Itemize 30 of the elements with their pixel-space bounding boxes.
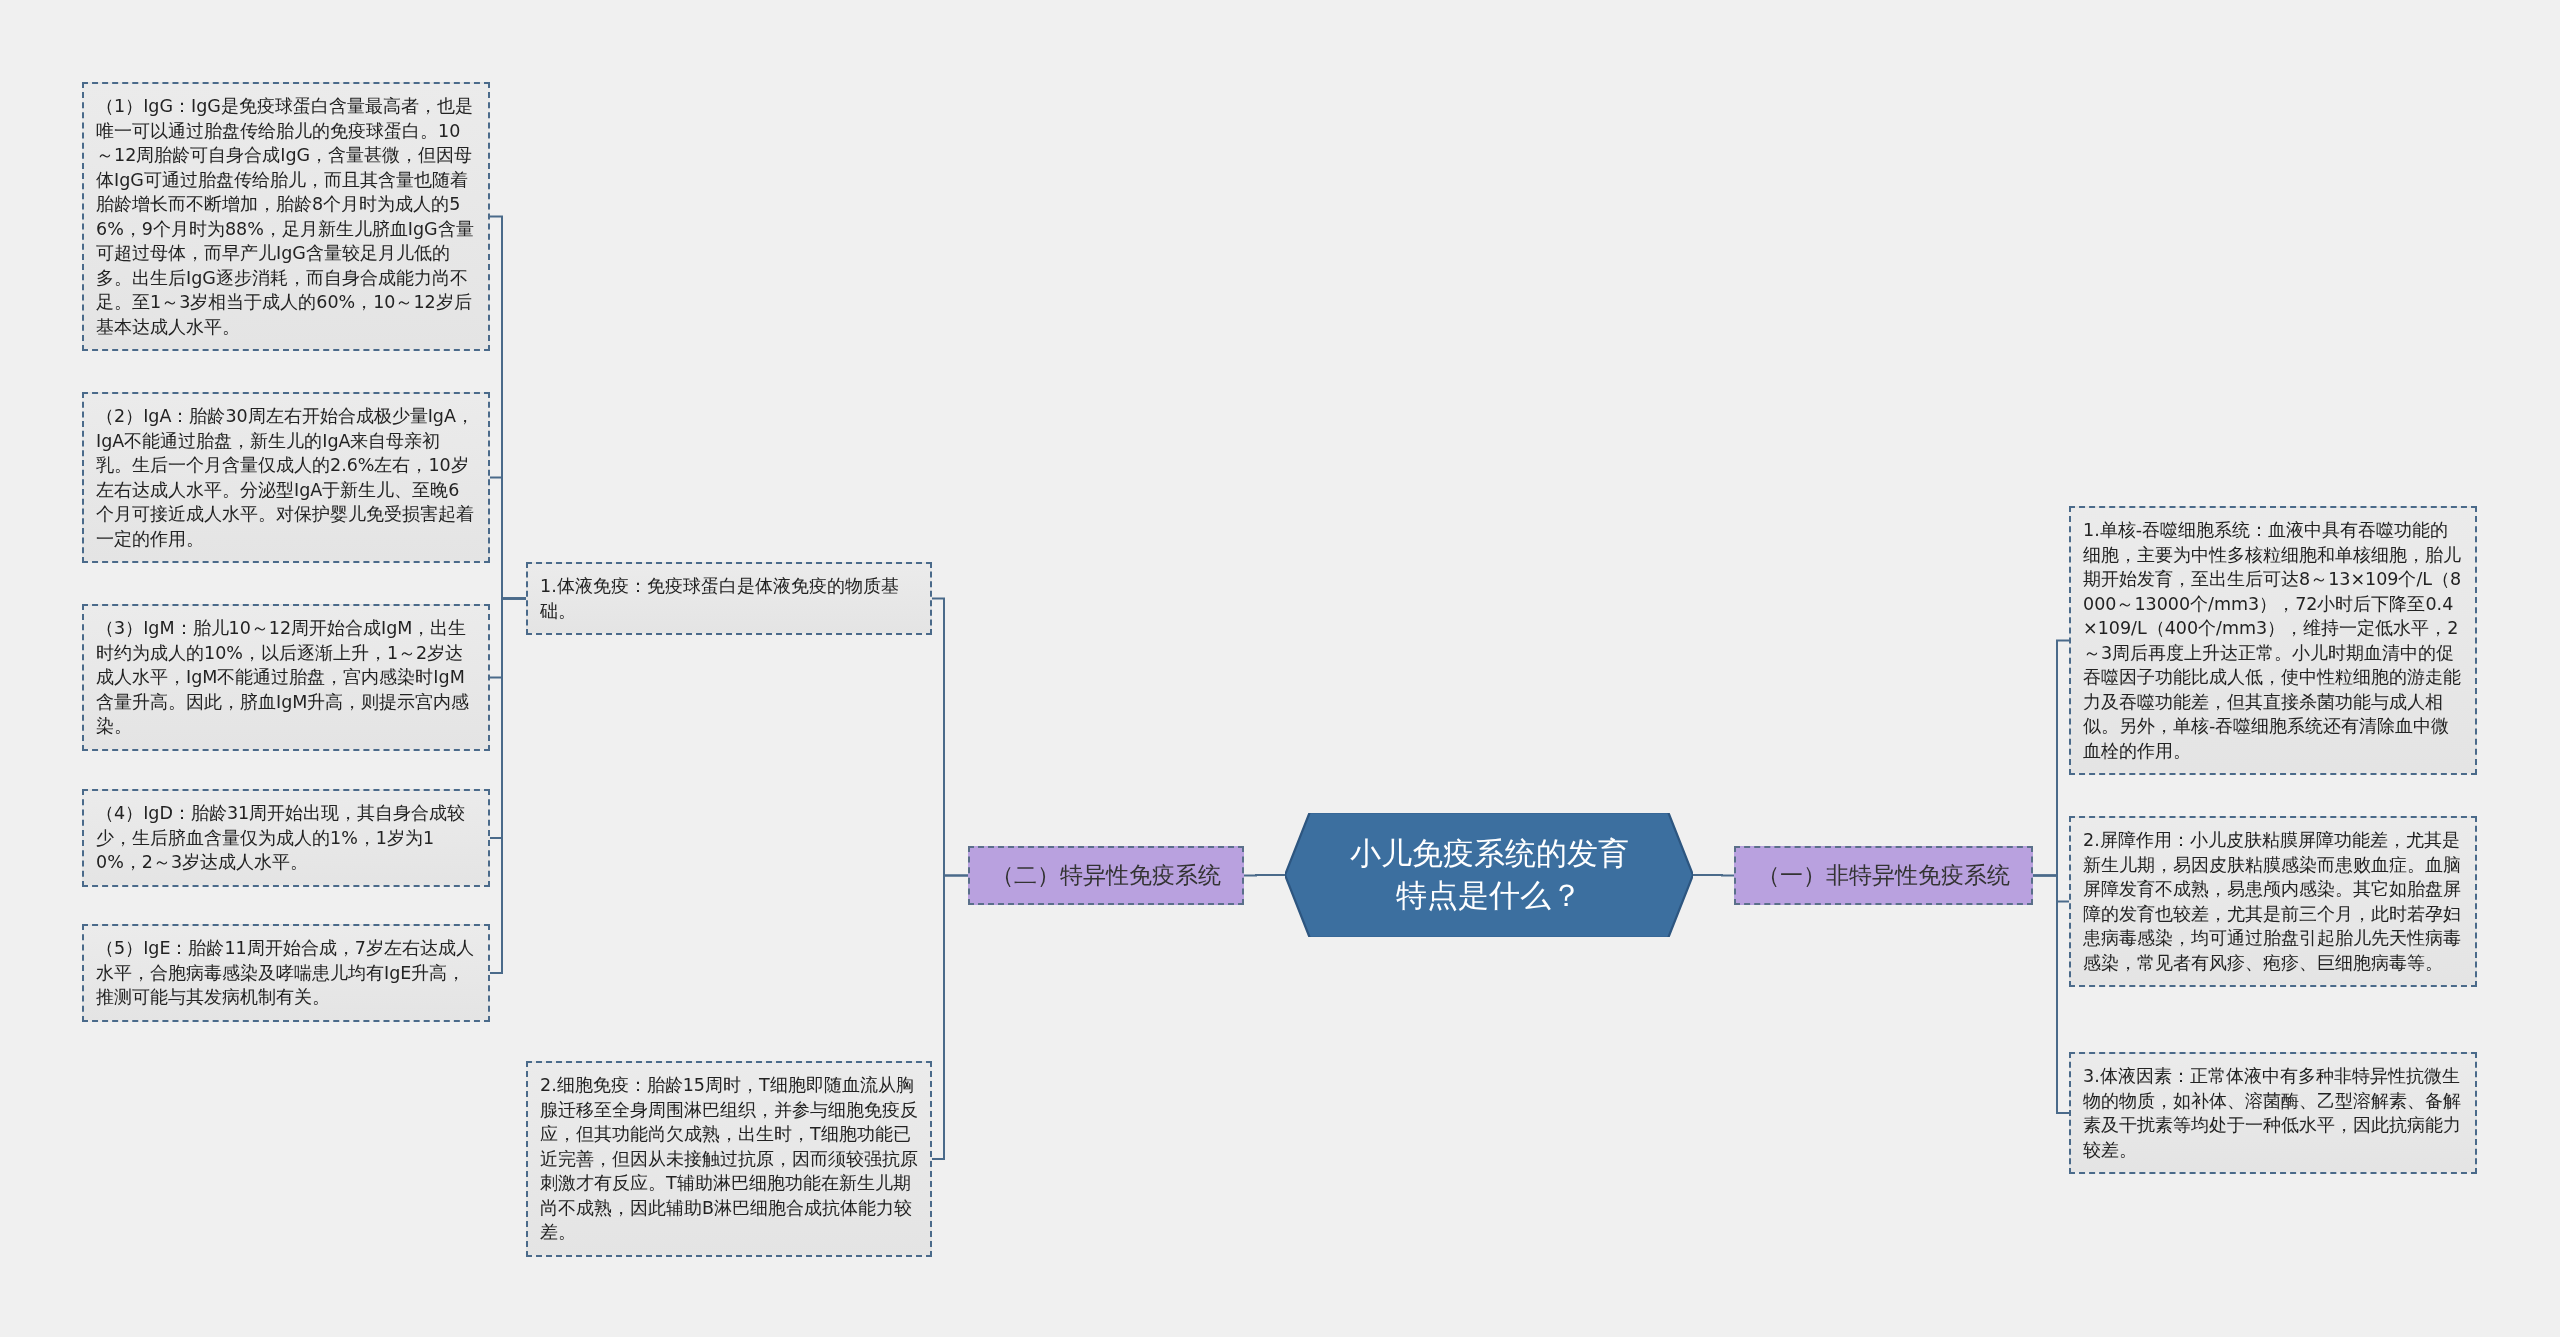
connector-line (1243, 874, 1286, 877)
note-text: （2）IgA：胎龄30周左右开始合成极少量IgA，IgA不能通过胎盘，新生儿的IgA来自母亲初乳。生后一个月含量仅成人的2.6%左右，10岁左右达成人水平。分泌型IgA于新生儿、至晚6个月可接近成人水平。对保护婴儿免受损害起着一定的作用。 (96, 405, 475, 551)
note-text: （4）IgD：胎龄31周开始出现，其自身合成较少，生后脐血含量仅为成人的1%，1岁为10%，2～3岁达成人水平。 (96, 802, 467, 874)
note-text: （5）IgE：胎龄11周开始合成，7岁左右达成人水平，合胞病毒感染及哮喘患儿均有IgE升高，推测可能与其发病机制有关。 (96, 937, 475, 1009)
branch-label: （一）非特异性免疫系统 (1757, 861, 2010, 890)
note-box (526, 1061, 932, 1257)
topic-hexagon (1285, 813, 1693, 937)
branch-label: （二）特异性免疫系统 (991, 861, 1221, 890)
note-text: 3.体液因素：正常体液中有多种非特异性抗微生物的物质，如补体、溶菌酶、乙型溶解素、备解素及干扰素等均处于一种低水平，因此抗病能力较差。 (2083, 1065, 2462, 1162)
note-box (2069, 816, 2477, 987)
note-text: 2.屏障作用：小儿皮肤粘膜屏障功能差，尤其是新生儿期，易因皮肤粘膜感染而患败血症。血脑屏障发育不成熟，易患颅内感染。其它如胎盘屏障的发育也较差，尤其是前三个月，此时若孕妇患病毒感染，均可通过胎盘引起胎儿先天性病毒感染，常见者有风疹、疱疹、巨细胞病毒等。 (2083, 829, 2462, 975)
connector-line (1692, 874, 1735, 877)
branch-box (968, 846, 1244, 905)
note-box (526, 562, 932, 635)
note-text: （1）IgG：IgG是免疫球蛋白含量最高者，也是唯一可以通过胎盘传给胎儿的免疫球蛋白。10～12周胎龄可自身合成IgG，含量甚微，但因母体IgG可通过胎盘传给胎儿，而且其含量也随着胎龄增长而不断增加，胎龄8个月时为成人的56%，9个月时为88%，足月新生儿脐血IgG含量可超过母体，而早产儿IgG含量较足月儿低的多。出生后IgG逐步消耗，而自身合成能力尚不足。至1～3岁相当于成人的60%，10～12岁后基本达成人水平。 (96, 95, 475, 339)
note-box (82, 604, 490, 751)
note-text: 1.单核-吞噬细胞系统：血液中具有吞噬功能的细胞，主要为中性多核粒细胞和单核细胞，胎儿期开始发育，至出生后可达8～13×109个/L（8000～13000个/mm3），72小时后下降至0.4×109/L（400个/mm3），维持一定低水平，2～3周后再度上升达正常。小儿时期血清中的促吞噬因子功能比成人低，使中性粒细胞的游走能力及吞噬功能差，但其直接杀菌功能与成人相似。另外，单核-吞噬细胞系统还有清除血中微血栓的作用。 (2083, 519, 2463, 763)
branch-box (1734, 846, 2033, 905)
note-box (82, 789, 490, 887)
note-text: 2.细胞免疫：胎龄15周时，T细胞即随血流从胸腺迁移至全身周围淋巴组织，并参与细胞免疫反应，但其功能尚欠成熟，出生时，T细胞功能已近完善，但因从未接触过抗原，因而须较强抗原刺激才有反应。T辅助淋巴细胞功能在新生儿期尚不成熟，因此辅助B淋巴细胞合成抗体能力较差。 (540, 1074, 918, 1244)
note-box (2069, 1052, 2477, 1174)
note-box (82, 82, 490, 351)
note-box (82, 392, 490, 563)
note-box (82, 924, 490, 1022)
note-text: （3）IgM：胎儿10～12周开始合成IgM，出生时约为成人的10%，以后逐渐上升，1～2岁达成人水平，IgM不能通过胎盘，宫内感染时IgM含量升高。因此，脐血IgM升高，则提示宫内感染。 (96, 617, 471, 738)
connector-line (2032, 874, 2070, 1114)
note-box (2069, 506, 2477, 775)
topic-title: 小儿免疫系统的发育特点是什么？ (1348, 834, 1630, 915)
connector-line (931, 874, 969, 1160)
note-text: 1.体液免疫：免疫球蛋白是体液免疫的物质基础。 (540, 575, 900, 623)
